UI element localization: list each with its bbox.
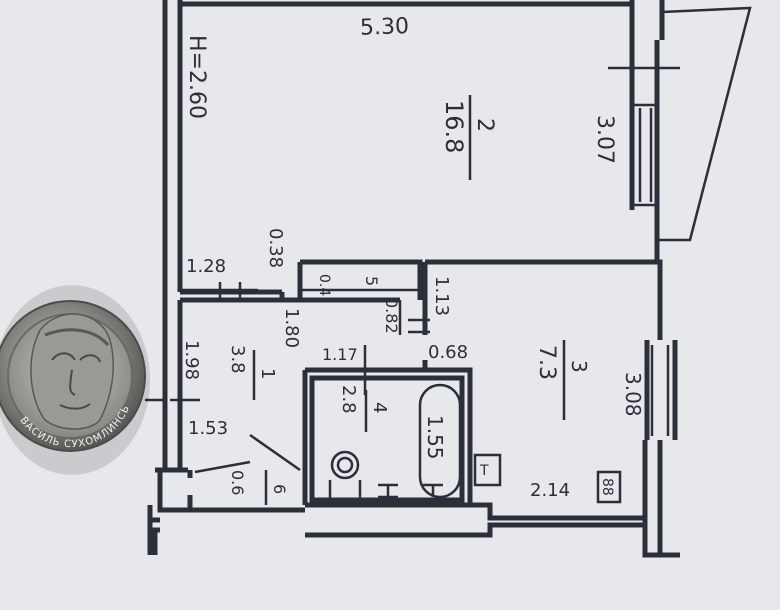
- kitchen-door-label: 0.68: [428, 342, 468, 363]
- kitchen-right-wall-label: 3.08: [621, 372, 645, 417]
- bathroom-fixtures: [328, 383, 622, 504]
- kitchen-bottom-label: 2.14: [530, 480, 570, 501]
- walls: [147, 0, 752, 558]
- kitchen-sink-icon: [473, 453, 502, 487]
- closet-width-label: 0.4: [316, 274, 332, 296]
- top-width-label: 5.30: [360, 14, 410, 41]
- room-2-number: 2: [472, 118, 497, 132]
- room-6-number: 6: [270, 484, 289, 494]
- room-4-area: 2.8: [338, 385, 359, 414]
- room-3-area: 7.3: [534, 345, 559, 380]
- room-3-number: 3: [567, 360, 591, 373]
- bath-tub-length-label: 1.55: [423, 415, 447, 460]
- kitchen-left-wall-label: 1.13: [431, 276, 452, 316]
- dimension-ticks: [145, 66, 680, 474]
- ceiling-height-label: H=2.60: [184, 35, 209, 119]
- corridor-left-label: 1.28: [186, 256, 226, 277]
- room-1-area: 3.8: [227, 345, 248, 374]
- labels: 5.30 H=2.60 2 16.8 3.07 1.28 0.38 0.4 5 …: [181, 14, 645, 505]
- closet-depth-label: 0.82: [382, 298, 401, 334]
- hall-bottom-label: 1.53: [188, 418, 228, 439]
- room-6-area: 0.6: [228, 470, 247, 495]
- bathtub: [418, 383, 462, 499]
- corridor-small-wall-label: 0.38: [265, 228, 286, 268]
- room-5-number: 5: [362, 276, 381, 286]
- stove-label: 88: [599, 478, 615, 496]
- hall-left-wall-label: 1.98: [181, 340, 202, 380]
- bath-width-label: 1.17: [322, 345, 358, 364]
- room-2-area: 16.8: [440, 100, 468, 153]
- hall-diag-label: 1.80: [281, 308, 302, 348]
- toilet-icon: [330, 450, 360, 480]
- room-4-number: 4: [369, 402, 390, 413]
- living-right-wall-label: 3.07: [592, 115, 617, 164]
- stove-icon: [596, 470, 622, 504]
- room-1-number: 1: [257, 368, 278, 379]
- sink-label: T: [479, 463, 489, 479]
